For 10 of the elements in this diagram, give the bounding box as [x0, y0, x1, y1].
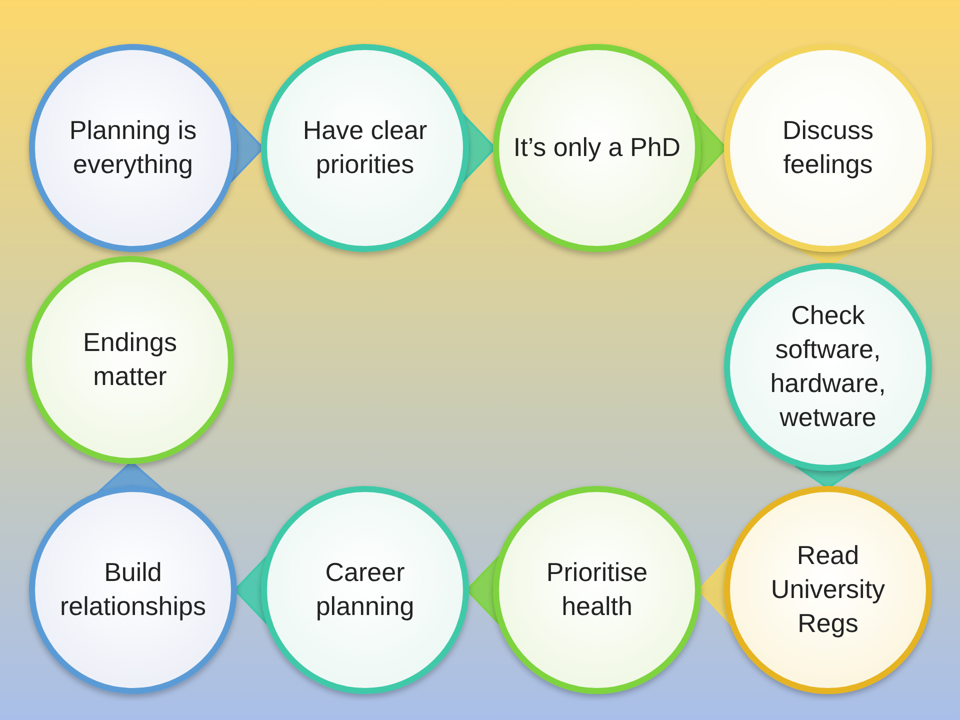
node-label: Career planning	[314, 556, 416, 623]
node-label: Planning is everything	[68, 114, 198, 181]
node-label: Check software, hardware, wetware	[769, 299, 887, 434]
node-label: Have clear priorities	[302, 114, 428, 181]
node-label: It’s only a PhD	[512, 131, 682, 164]
node-label: Read University Regs	[770, 539, 886, 640]
node-label: Prioritise health	[545, 556, 649, 623]
node-label: Discuss feelings	[781, 114, 874, 181]
node-label: Endings matter	[82, 326, 178, 393]
node-label: Build relationships	[59, 556, 207, 623]
